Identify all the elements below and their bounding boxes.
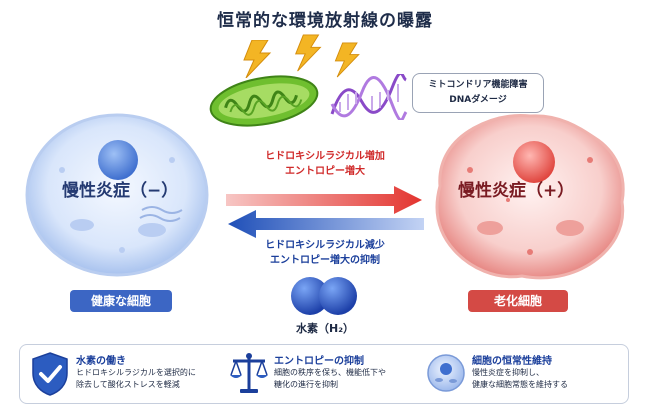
feature-entropy-suppression: エントロピーの抑制 細胞の秩序を保ち、機能低下や 糖化の進行を抑制 <box>226 345 426 405</box>
feature-title: エントロピーの抑制 <box>274 356 364 367</box>
feature-desc-line-1: 細胞の秩序を保ち、機能低下や <box>274 368 386 377</box>
healthy-cell-illustration <box>25 113 209 277</box>
callout-line-2: DNAダメージ <box>449 95 507 105</box>
feature-description: ヒドロキシルラジカルを選択的に 除去して酸化ストレスを軽減 <box>76 367 196 391</box>
hydrogen-label: 水素（H₂） <box>295 322 355 335</box>
lightning-icon <box>294 34 322 72</box>
forward-label-line-2: エントロピー増大 <box>285 166 365 177</box>
mitochondria-icon <box>209 75 319 127</box>
lightning-icon <box>243 40 272 78</box>
backward-label-line-2: エントロピー増大の抑制 <box>270 255 380 266</box>
feature-desc-line-2: 糖化の進行を抑制 <box>274 380 338 389</box>
feature-description: 細胞の秩序を保ち、機能低下や 糖化の進行を抑制 <box>274 367 386 391</box>
feature-desc-line-1: 慢性炎症を抑制し、 <box>472 368 544 377</box>
lightning-icon <box>334 42 360 78</box>
senescent-cell-label: 老化細胞 <box>468 290 568 312</box>
callout-line-1: ミトコンドリア機能障害 <box>428 80 528 90</box>
forward-arrow-label: ヒドロキシルラジカル増加 エントロピー増大 <box>210 149 440 179</box>
backward-arrow <box>228 210 424 238</box>
backward-arrow-label: ヒドロキシルラジカル減少 エントロピー増大の抑制 <box>210 238 440 268</box>
feature-desc-line-2: 除去して酸化ストレスを軽減 <box>76 380 180 389</box>
senescent-cell-illustration <box>435 114 625 280</box>
shield-check-icon <box>32 352 68 396</box>
feature-cell-homeostasis: 細胞の恒常性維持 慢性炎症を抑制し、 健康な細胞常態を維持する <box>424 345 624 405</box>
backward-label-line-1: ヒドロキシルラジカル減少 <box>265 240 385 251</box>
healthy-cell-label: 健康な細胞 <box>70 290 172 312</box>
feature-title: 水素の働き <box>76 356 126 367</box>
hydrogen-molecule-icon <box>291 277 357 315</box>
feature-hydrogen-action: 水素の働き ヒドロキシルラジカルを選択的に 除去して酸化ストレスを軽減 <box>28 345 228 405</box>
page-title: 恒常的な環境放射線の曝露 <box>217 11 433 31</box>
cell-icon <box>427 354 465 392</box>
feature-desc-line-2: 健康な細胞常態を維持する <box>472 380 568 389</box>
damage-callout: ミトコンドリア機能障害 DNAダメージ <box>412 73 544 113</box>
healthy-cell-title: 慢性炎症（−） <box>62 181 179 201</box>
feature-desc-line-1: ヒドロキシルラジカルを選択的に <box>76 368 196 377</box>
senescent-cell-title: 慢性炎症（+） <box>458 181 575 201</box>
features-panel: 水素の働き ヒドロキシルラジカルを選択的に 除去して酸化ストレスを軽減 エントロ… <box>19 344 629 404</box>
forward-label-line-1: ヒドロキシルラジカル増加 <box>265 151 385 162</box>
feature-title: 細胞の恒常性維持 <box>472 356 552 367</box>
forward-arrow <box>226 186 422 214</box>
dna-icon <box>330 74 408 120</box>
feature-description: 慢性炎症を抑制し、 健康な細胞常態を維持する <box>472 367 568 391</box>
balance-scale-icon <box>230 353 268 393</box>
